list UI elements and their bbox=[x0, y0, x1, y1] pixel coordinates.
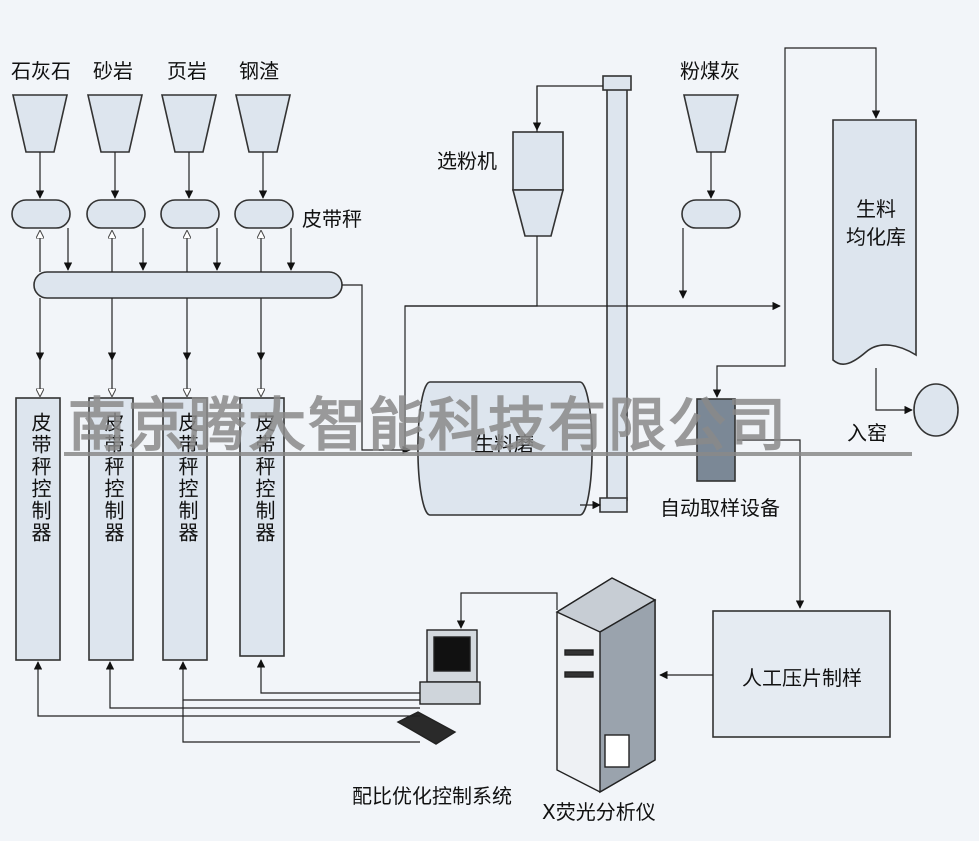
xrf-analyzer-icon bbox=[555, 577, 657, 794]
label-sampler: 自动取样设备 bbox=[660, 496, 780, 520]
belt-scale-4 bbox=[234, 199, 294, 229]
elevator-head bbox=[602, 75, 632, 91]
collecting-conveyor bbox=[33, 271, 343, 299]
controller-2 bbox=[88, 397, 134, 661]
separator-cone bbox=[511, 189, 565, 237]
kiln-symbol bbox=[913, 383, 959, 437]
belt-scale-2 bbox=[86, 199, 146, 229]
label-kiln: 入窑 bbox=[847, 421, 887, 445]
label-sandstone: 砂岩 bbox=[93, 59, 133, 83]
hopper-steel-slag bbox=[234, 94, 292, 153]
controller-2-label: 皮带秤控制器 bbox=[101, 412, 125, 544]
hopper-flyash bbox=[682, 94, 740, 153]
label-separator: 选粉机 bbox=[437, 149, 497, 173]
controller-1-label: 皮带秤控制器 bbox=[28, 412, 52, 544]
label-press: 人工压片制样 bbox=[742, 666, 862, 690]
label-belt-scale: 皮带秤 bbox=[302, 207, 362, 231]
hopper-shale bbox=[160, 94, 218, 153]
belt-scale-3 bbox=[160, 199, 220, 229]
press-sample-box bbox=[712, 610, 891, 738]
watermark: 南京腾大智能科技有限公司 bbox=[68, 391, 789, 459]
controller-4-label: 皮带秤控制器 bbox=[252, 412, 276, 544]
belt-scale-flyash bbox=[681, 199, 741, 229]
controller-3-label: 皮带秤控制器 bbox=[175, 412, 199, 544]
label-flyash: 粉煤灰 bbox=[680, 59, 740, 83]
homogenization-silo bbox=[832, 119, 917, 365]
hopper-limestone bbox=[11, 94, 69, 153]
separator-body bbox=[512, 131, 564, 191]
label-limestone: 石灰石 bbox=[11, 59, 71, 83]
belt-scale-1 bbox=[11, 199, 71, 229]
controller-4 bbox=[239, 397, 285, 657]
controller-1 bbox=[15, 397, 61, 661]
computer-icon bbox=[396, 629, 481, 745]
elevator-boot bbox=[599, 497, 628, 513]
label-analyzer: X荧光分析仪 bbox=[542, 800, 656, 824]
label-homogenization: 生料 均化库 bbox=[846, 197, 906, 249]
label-control-system: 配比优化控制系统 bbox=[352, 784, 512, 808]
watermark-underline bbox=[64, 452, 912, 456]
label-steel-slag: 钢渣 bbox=[239, 59, 279, 83]
controller-3 bbox=[162, 397, 208, 661]
hopper-sandstone bbox=[86, 94, 144, 153]
auto-sampler bbox=[696, 398, 736, 482]
raw-mill bbox=[417, 381, 593, 516]
label-shale: 页岩 bbox=[167, 59, 207, 83]
